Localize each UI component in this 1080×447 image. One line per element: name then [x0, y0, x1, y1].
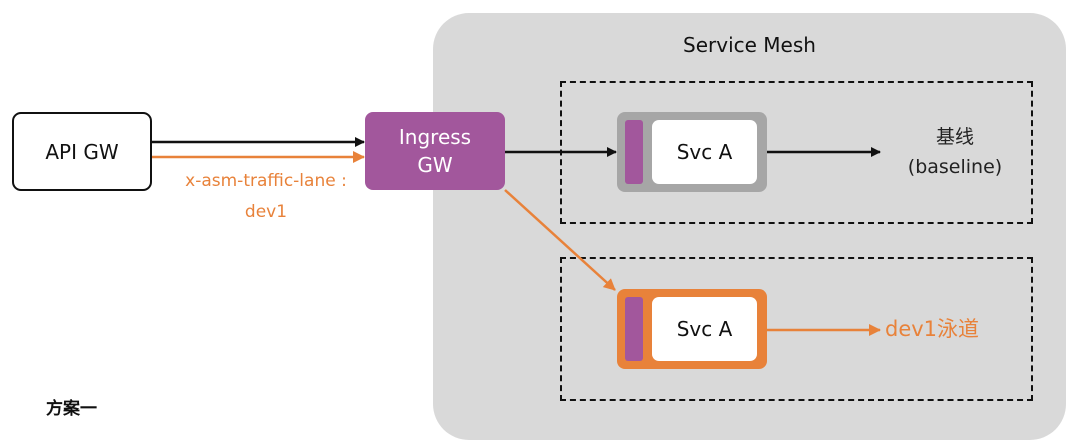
dev1-lane-zone	[560, 257, 1033, 401]
svc-a-dev1-label: Svc A	[676, 317, 733, 341]
svc-a-baseline-box: Svc A	[652, 120, 757, 184]
arrow-ingress-to-svc-dev1	[504, 189, 616, 291]
baseline-lane-label-en: (baseline)	[907, 156, 1003, 178]
header-name: x-asm-traffic-lane :	[185, 171, 347, 191]
service-mesh-title: Service Mesh	[683, 33, 816, 57]
api-gateway-node: API GW	[12, 112, 152, 191]
svc-a-baseline-label: Svc A	[676, 140, 733, 164]
header-value: dev1	[244, 202, 288, 222]
dev1-lane-label: dev1泳道	[885, 317, 980, 341]
baseline-lane-label-cn: 基线	[935, 126, 974, 148]
ingress-gateway-label-line1: Ingress	[398, 125, 472, 149]
svc-a-dev1-node: Svc A	[617, 289, 767, 369]
api-gateway-label: API GW	[45, 139, 119, 164]
svc-a-dev1-box: Svc A	[652, 297, 757, 361]
ingress-gateway-node: Ingress GW	[365, 112, 505, 190]
svc-a-baseline-node: Svc A	[617, 112, 767, 192]
traffic-lane-header-annotation: x-asm-traffic-lane : dev1	[160, 166, 372, 228]
plan-caption: 方案一	[46, 399, 97, 419]
sidecar-proxy-icon	[625, 120, 643, 184]
sidecar-proxy-icon	[625, 297, 643, 361]
baseline-lane-label: 基线 (baseline)	[880, 122, 1030, 182]
ingress-gateway-label-line2: GW	[417, 153, 453, 177]
